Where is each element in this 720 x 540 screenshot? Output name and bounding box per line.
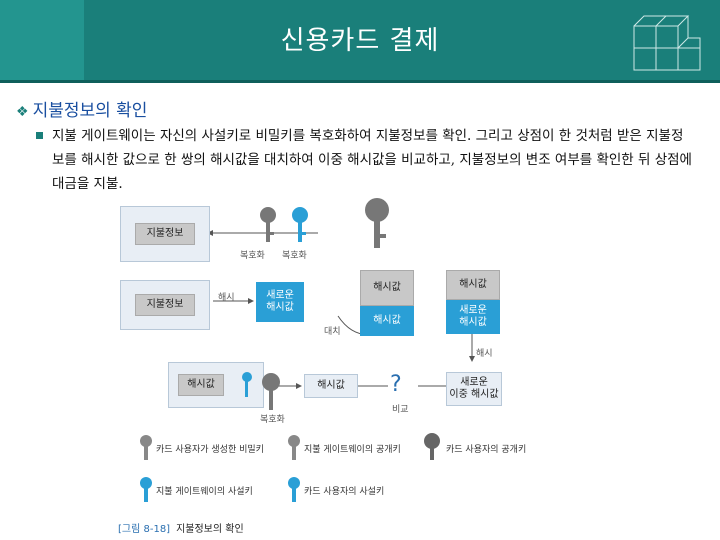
legend-blue-key-icon	[138, 476, 154, 508]
legend-item-3: 카드 사용자의 공개키	[446, 445, 527, 455]
legend-gray-key2-icon	[286, 434, 302, 466]
diamond-bullet-icon: ❖	[16, 104, 29, 120]
decrypt-label-1: 복호화	[240, 251, 265, 261]
body-paragraph: 지불 게이트웨이는 자신의 사설키로 비밀키를 복호화하여 지불정보를 확인. …	[36, 124, 692, 196]
hash-value-top: 해시값	[360, 270, 414, 306]
diagram-box-payment-info-top: 지불정보	[120, 206, 210, 262]
bottom-hash-2: 해시값	[304, 374, 358, 398]
header-underline	[0, 80, 720, 83]
section-heading: ❖지불정보의 확인	[16, 96, 147, 121]
hash-down-label: 해시	[476, 349, 493, 359]
diagram-box-hash-bottom: 해시값	[168, 362, 264, 408]
figure-number: [그림 8-18]	[118, 524, 171, 535]
right-hash-top: 해시값	[446, 270, 500, 300]
blue-key-small-icon	[242, 372, 252, 397]
legend-item-1: 카드 사용자가 생성한 비밀키	[156, 445, 264, 455]
legend-gray-key-icon	[138, 434, 154, 466]
legend-item-2: 지불 게이트웨이의 공개키	[304, 445, 401, 455]
replace-label: 대치	[324, 327, 341, 337]
header-decoration	[0, 0, 84, 80]
blue-key-icon	[290, 206, 310, 250]
slide-title: 신용카드 결제	[280, 26, 440, 56]
hash-value-bottom: 해시값	[360, 306, 414, 336]
legend-item-4: 지불 게이트웨이의 사설키	[156, 487, 253, 497]
figure-caption-text: 지불정보의 확인	[176, 524, 244, 535]
bottom-hash: 해시값	[178, 374, 224, 396]
new-hash-box: 새로운 해시값	[256, 282, 304, 322]
compare-label: 비교	[392, 405, 409, 415]
square-bullet-icon	[36, 132, 43, 139]
cube-logo-icon	[633, 15, 701, 71]
verification-diagram: 지불정보 복호화 복호화 지불정보 해시 새로운 해시값 해시값 해시값 대치 …	[118, 196, 526, 516]
header-bar	[0, 0, 720, 80]
gray-key-icon	[258, 206, 278, 250]
large-gray-key-icon	[362, 196, 392, 256]
payment-info-mid: 지불정보	[135, 294, 195, 316]
right-new-hash: 새로운 해시값	[446, 300, 500, 334]
legend-gray-key3-icon	[422, 432, 442, 466]
body-paragraph-text: 지불 게이트웨이는 자신의 사설키로 비밀키를 복호화하여 지불정보를 확인. …	[52, 128, 692, 192]
diagram-box-payment-info-mid: 지불정보	[120, 280, 210, 330]
gray-key-bottom-icon	[258, 372, 284, 416]
question-mark: ?	[390, 372, 402, 397]
hash-label: 해시	[218, 293, 235, 303]
decrypt-bottom-label: 복호화	[260, 415, 285, 425]
legend-blue-key2-icon	[286, 476, 302, 508]
section-heading-text: 지불정보의 확인	[32, 101, 148, 121]
figure-caption: [그림 8-18] 지불정보의 확인	[118, 520, 244, 535]
payment-info-top: 지불정보	[135, 223, 195, 245]
decrypt-label-2: 복호화	[282, 251, 307, 261]
new-dual-hash-box: 새로운 이중 해시값	[446, 372, 502, 406]
legend-item-5: 카드 사용자의 사설키	[304, 487, 385, 497]
